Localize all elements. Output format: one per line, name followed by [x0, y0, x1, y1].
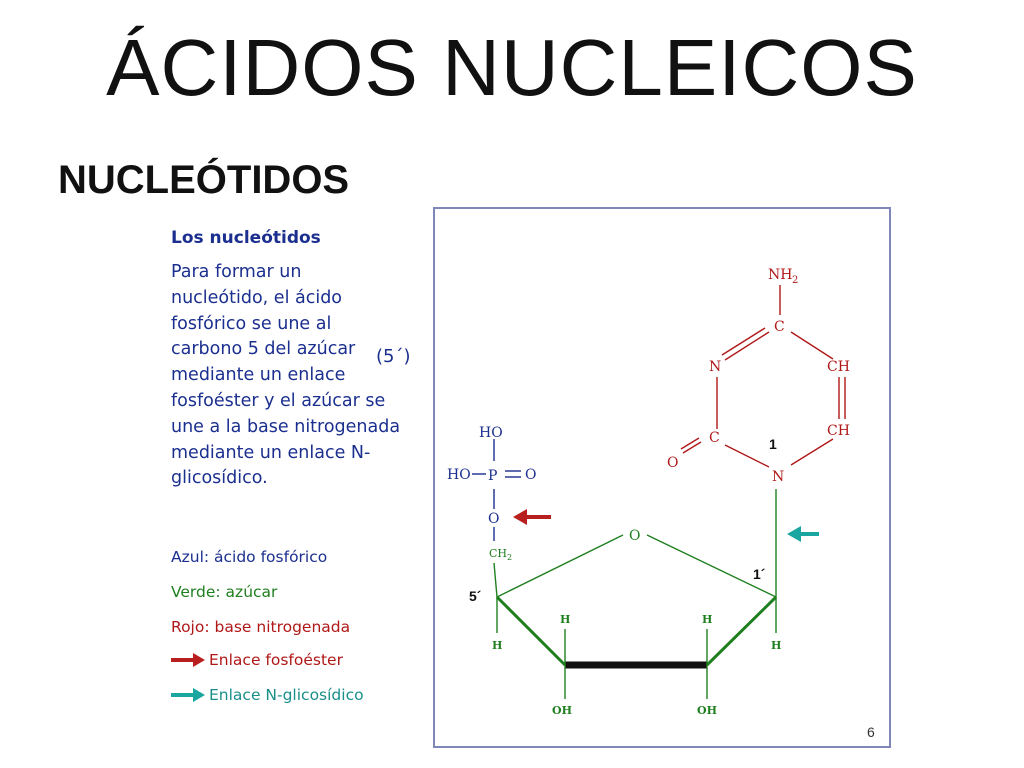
nucleotide-structure: NH 2 C N CH CH C O N 1 HO HO P O O	[447, 267, 875, 740]
sugar-h-left-top: H	[560, 613, 570, 626]
sugar-ch2-sub: 2	[507, 553, 512, 562]
phosphoester-arrow-icon	[513, 509, 551, 525]
nucleotide-diagram: NH 2 C N CH CH C O N 1 HO HO P O O	[433, 207, 891, 748]
legend-arrow-teal: Enlace N-glicosídico	[171, 686, 364, 704]
legend-arrow-red-label: Enlace fosfoéster	[209, 651, 343, 669]
section-subtitle: NUCLEÓTIDOS	[58, 158, 350, 202]
base-n-bottom: N	[772, 469, 784, 485]
sugar-ch2: CH	[489, 547, 507, 560]
legend-blue: Azul: ácido fosfórico	[171, 548, 328, 566]
base-c-top: C	[774, 319, 785, 335]
panel-heading: Los nucleótidos	[171, 228, 321, 248]
phosphate-ho-top: HO	[479, 425, 503, 441]
legend-red: Rojo: base nitrogenada	[171, 618, 351, 636]
phosphate-o-right: O	[525, 467, 536, 483]
phosphate-p: P	[488, 468, 497, 484]
slide-number: 6	[867, 724, 875, 740]
base-nh2: NH	[768, 267, 792, 283]
sugar-ring-o: O	[629, 528, 640, 544]
legend-green: Verde: azúcar	[171, 583, 278, 601]
glycosidic-arrow-icon	[787, 526, 819, 542]
phosphate-ho-left: HO	[447, 467, 471, 483]
carbon-1-label: 1´	[753, 566, 766, 582]
base-c-mid: C	[709, 430, 720, 446]
red-arrow-icon	[171, 653, 205, 667]
position-1: 1	[769, 436, 777, 452]
panel-body: Para formar un nucleótido, el ácido fosf…	[171, 262, 401, 489]
teal-arrow-icon	[171, 688, 205, 702]
page-title: ÁCIDOS NUCLEICOS	[106, 23, 918, 112]
sugar-h-right-top: H	[702, 613, 712, 626]
carbon-note: (5´)	[376, 346, 411, 367]
sugar-h-right: H	[771, 639, 781, 652]
base-n-left: N	[709, 359, 721, 375]
base-ch1: CH	[827, 359, 850, 375]
base-nh2-sub: 2	[792, 275, 798, 286]
legend-arrow-red: Enlace fosfoéster	[171, 651, 343, 669]
sugar-h-left: H	[492, 639, 502, 652]
base-ch2: CH	[827, 423, 850, 439]
sugar-oh-left: OH	[552, 704, 572, 717]
base-bonds	[680, 285, 846, 468]
legend-arrow-teal-label: Enlace N-glicosídico	[209, 686, 364, 704]
description-panel: Los nucleótidos Para formar un nucleótid…	[171, 228, 421, 492]
sugar-oh-right: OH	[697, 704, 717, 717]
base-o: O	[667, 455, 678, 471]
carbon-5-label: 5´	[469, 588, 482, 604]
phosphate-o-link: O	[488, 511, 499, 527]
